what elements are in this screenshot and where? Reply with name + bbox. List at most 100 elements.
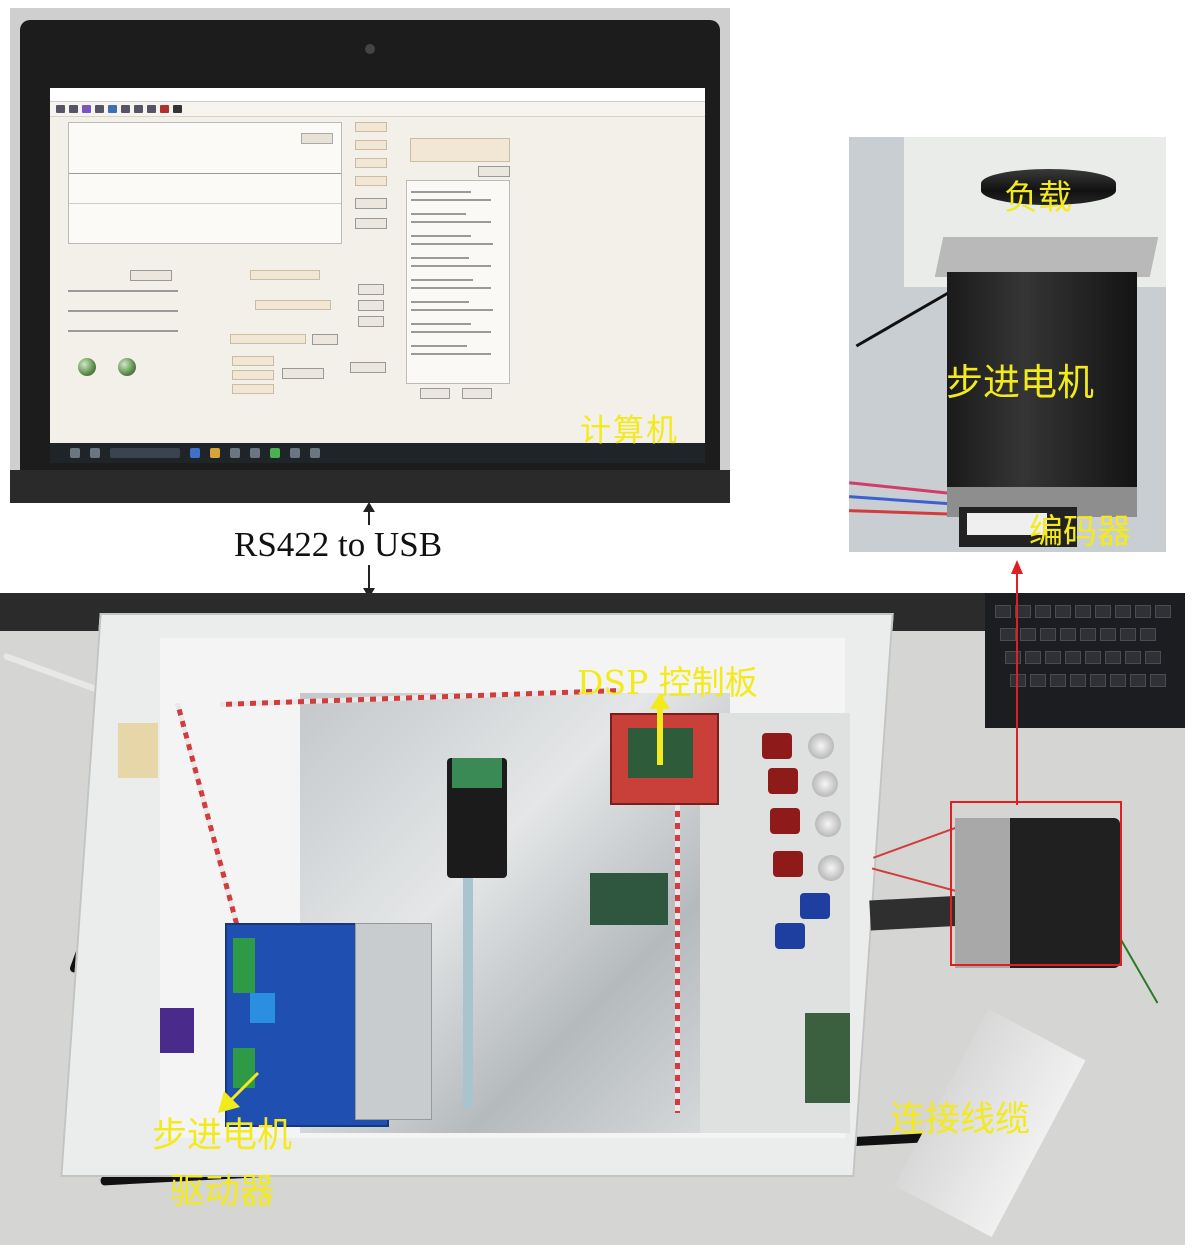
key (1115, 605, 1131, 618)
key (1085, 651, 1101, 664)
stepper-driver-label-line1: 步进电机 (151, 1116, 292, 1156)
key (1010, 674, 1026, 687)
stepper-motor-body (947, 272, 1137, 487)
toolbar-icon (56, 105, 65, 113)
folder-icon[interactable] (210, 448, 220, 458)
taskbar-app-icon[interactable] (310, 448, 320, 458)
log-line (411, 353, 491, 355)
key (995, 605, 1011, 618)
status-button[interactable] (130, 270, 172, 281)
status-led (118, 358, 136, 376)
key (1045, 651, 1061, 664)
log-line (411, 279, 473, 281)
aviation-connector (775, 923, 805, 949)
log-line (411, 213, 466, 215)
heat-sink (355, 923, 432, 1120)
key (1060, 628, 1076, 641)
control-input[interactable] (250, 270, 320, 280)
toolbar-icon (121, 105, 130, 113)
position-button[interactable] (312, 334, 338, 345)
setting-button[interactable] (355, 198, 387, 209)
plot-gridline (69, 203, 341, 204)
plot-area (68, 122, 342, 244)
taskbar (50, 443, 705, 463)
taskbar-app-icon[interactable] (190, 448, 200, 458)
aviation-connector (762, 733, 792, 759)
start-icon[interactable] (70, 448, 80, 458)
red-arrow-up-icon (1011, 560, 1023, 574)
plot-trace (69, 173, 341, 174)
amplitude-input[interactable] (232, 370, 274, 380)
key (1065, 651, 1081, 664)
key (1125, 651, 1141, 664)
toolbar-icon (147, 105, 156, 113)
setting-field[interactable] (355, 158, 387, 168)
period-input[interactable] (232, 384, 274, 394)
cancel-button[interactable] (462, 388, 492, 399)
search-icon[interactable] (90, 448, 100, 458)
red-arrow-line (1016, 570, 1018, 805)
toolbar-icon (108, 105, 117, 113)
load-label: 负载 (1004, 178, 1072, 218)
setting-field[interactable] (355, 122, 387, 132)
stop-button[interactable] (358, 316, 384, 327)
log-line (411, 257, 469, 259)
key (1050, 674, 1066, 687)
sine-button[interactable] (282, 368, 324, 379)
browser-icon[interactable] (270, 448, 280, 458)
center-input[interactable] (232, 356, 274, 366)
log-line (411, 309, 493, 311)
key (1070, 674, 1086, 687)
toolbar-icon (95, 105, 104, 113)
toolbar-icon (82, 105, 91, 113)
key (1090, 674, 1106, 687)
confirm-button[interactable] (420, 388, 450, 399)
terminal-connector (452, 758, 502, 788)
key (1035, 605, 1051, 618)
encoder-sticker (967, 513, 1047, 535)
log-line (411, 221, 491, 223)
connector-cap (815, 811, 841, 837)
custom-step-input[interactable] (255, 300, 331, 310)
setting-field[interactable] (355, 176, 387, 186)
query-button[interactable] (358, 284, 384, 295)
app-titlebar (50, 88, 705, 102)
arrow-up-icon (650, 693, 670, 765)
send-input[interactable] (410, 138, 510, 162)
link-arrow-up-icon (363, 502, 375, 512)
taskbar-app[interactable] (110, 448, 180, 458)
log-line (411, 191, 471, 193)
load-disc (981, 169, 1116, 205)
key (1110, 674, 1126, 687)
setting-field[interactable] (355, 140, 387, 150)
link-label: RS422 to USB (232, 525, 445, 565)
stepper-driver-label: 步进电机 驱动器 (127, 1108, 317, 1220)
key (1055, 605, 1071, 618)
key (1020, 628, 1036, 641)
connector-cap (818, 855, 844, 881)
plot-button[interactable] (301, 133, 333, 144)
status-led (78, 358, 96, 376)
log-line (411, 287, 491, 289)
key (1005, 651, 1021, 664)
driver-relay (250, 993, 275, 1023)
log-line (411, 199, 491, 201)
toolbar-icon (160, 105, 169, 113)
key (1105, 651, 1121, 664)
arrow-down-left-icon (218, 1071, 260, 1113)
power-plug (118, 723, 158, 778)
setting-button[interactable] (355, 218, 387, 229)
taskbar-app-icon[interactable] (230, 448, 240, 458)
sync-button[interactable] (358, 300, 384, 311)
motor-flange (934, 237, 1159, 277)
taskbar-app-icon[interactable] (290, 448, 300, 458)
log-list (406, 180, 510, 384)
position-input[interactable] (230, 334, 306, 344)
enable-button[interactable] (350, 362, 386, 373)
send-button[interactable] (478, 166, 510, 177)
computer-photo: 计算机 (10, 8, 730, 503)
key (1130, 674, 1146, 687)
toolbar-icon (134, 105, 143, 113)
connector-cap (808, 733, 834, 759)
taskbar-app-icon[interactable] (250, 448, 260, 458)
